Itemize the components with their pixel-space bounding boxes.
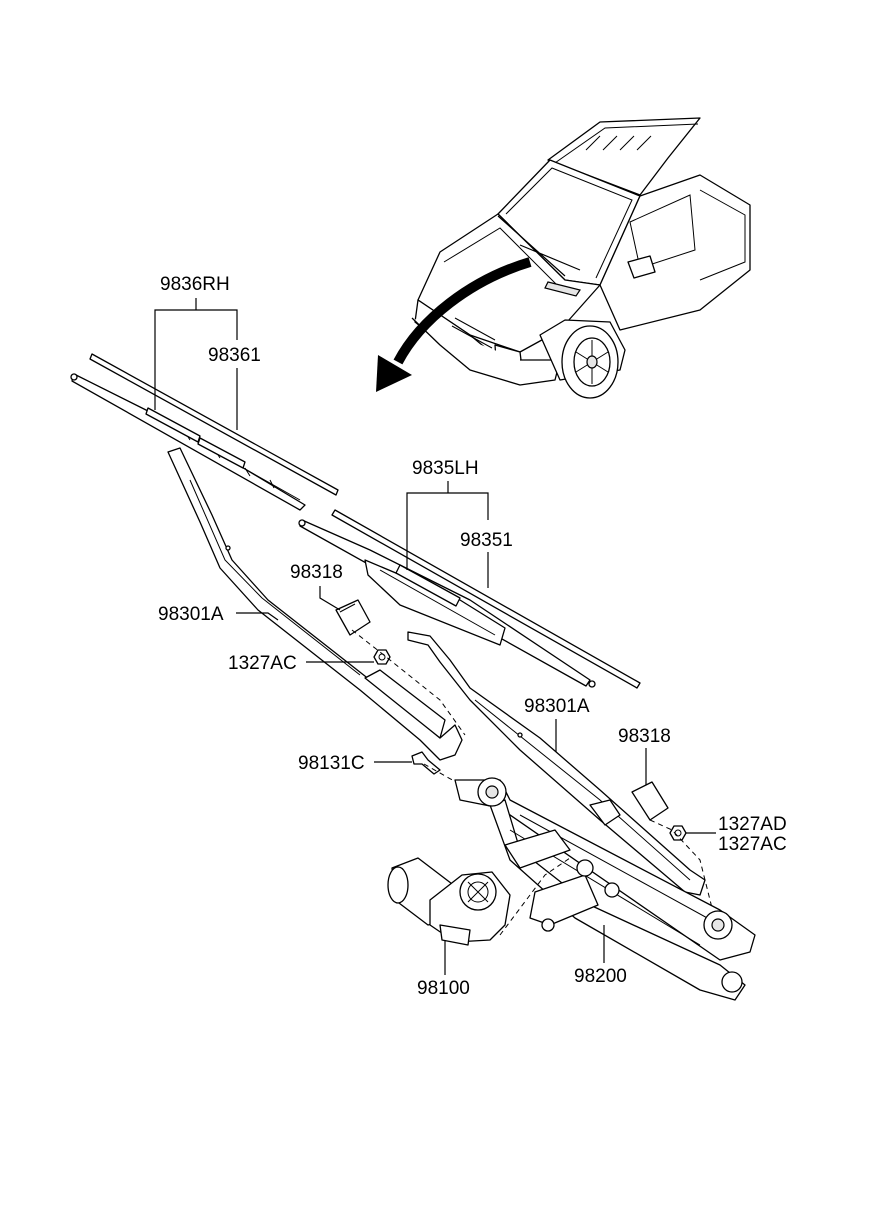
label-9836rh: 9836RH — [160, 274, 230, 295]
left-pivot-cap — [335, 599, 371, 636]
label-98301a-right: 98301A — [524, 696, 590, 717]
leader-lines — [154, 298, 716, 975]
lh-wiper-blade — [298, 509, 641, 689]
right-pivot-nut — [669, 825, 687, 841]
vehicle-illustration — [376, 117, 751, 399]
wiper-motor — [387, 857, 571, 946]
label-98361: 98361 — [208, 345, 261, 366]
label-98131c: 98131C — [298, 753, 365, 774]
label-98200: 98200 — [574, 966, 627, 987]
rh-wiper-blade — [70, 353, 339, 511]
left-pivot-nut — [373, 649, 391, 665]
label-1327ad: 1327AD — [718, 814, 787, 835]
label-98301a-left: 98301A — [158, 604, 224, 625]
label-9835lh: 9835LH — [412, 458, 479, 479]
mounting-bolt — [411, 751, 441, 775]
right-wiper-arm — [407, 631, 706, 896]
label-1327ac-left: 1327AC — [228, 653, 297, 674]
label-98100: 98100 — [417, 978, 470, 999]
right-pivot-cap — [631, 781, 669, 821]
label-98318-right: 98318 — [618, 726, 671, 747]
label-98318-left: 98318 — [290, 562, 343, 583]
left-wiper-arm — [167, 447, 463, 761]
label-1327ac-right: 1327AC — [718, 834, 787, 855]
label-98351: 98351 — [460, 530, 513, 551]
wiper-linkage — [454, 777, 756, 1001]
